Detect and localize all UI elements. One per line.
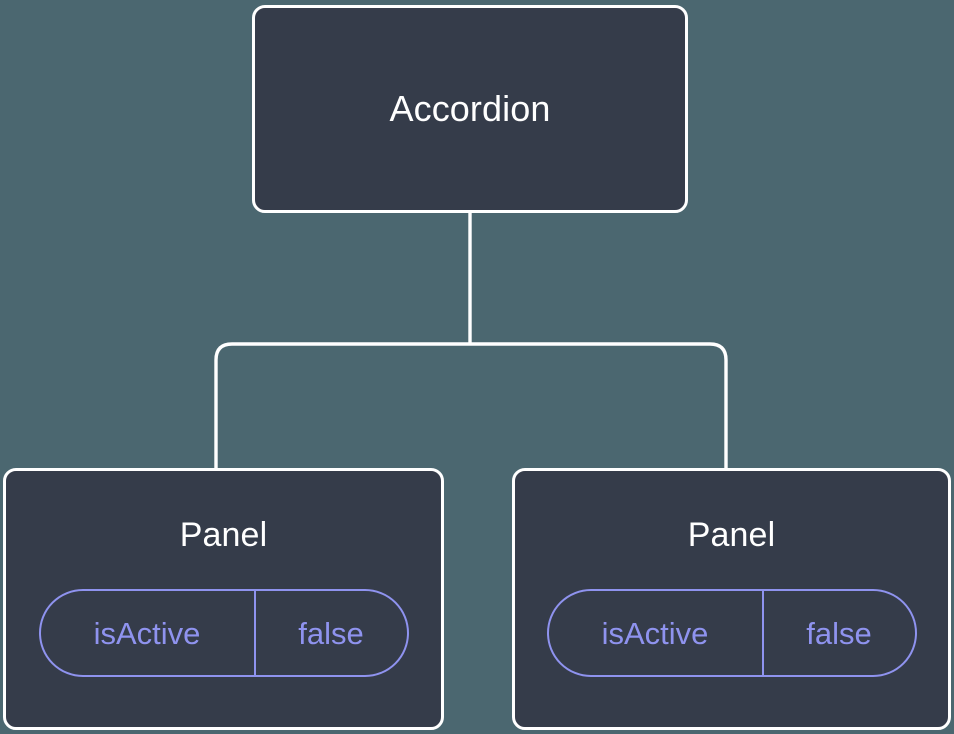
node-panel-1-prop-isactive[interactable]: isActive false <box>38 589 409 677</box>
node-accordion-title: Accordion <box>389 88 551 129</box>
node-panel-1[interactable]: Panel isActive false <box>3 468 444 730</box>
node-panel-2-prop-isactive[interactable]: isActive false <box>546 589 917 677</box>
node-panel-2[interactable]: Panel isActive false <box>512 468 951 730</box>
node-panel-2-prop-value: false <box>761 591 915 675</box>
node-panel-2-title: Panel <box>687 516 776 554</box>
node-panel-2-prop-key: isActive <box>601 615 709 651</box>
node-accordion[interactable]: Accordion <box>252 5 688 213</box>
node-panel-1-prop-value: false <box>253 591 407 675</box>
node-panel-1-prop-key: isActive <box>93 615 201 651</box>
edge-accordion-to-panel-1 <box>214 342 470 472</box>
node-panel-1-title: Panel <box>179 516 268 554</box>
edge-accordion-to-panel-2 <box>470 342 728 472</box>
